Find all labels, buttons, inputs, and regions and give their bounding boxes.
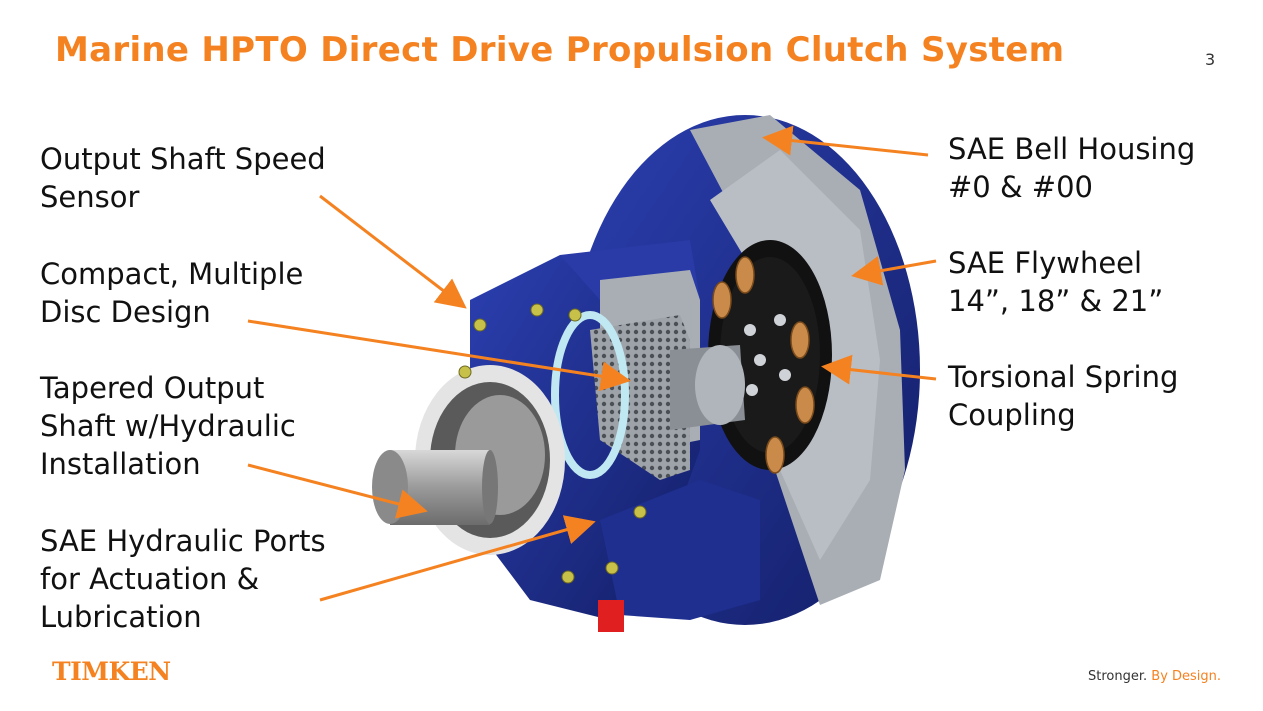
arrow-bell <box>762 125 929 157</box>
label-sae-flywheel: SAE Flywheel 14”, 18” & 21” <box>948 246 1164 318</box>
disc-pack <box>551 311 745 480</box>
timken-logo: TIMKEN <box>52 657 171 686</box>
arrow-output-sensor <box>319 194 467 309</box>
label-compact-multiple-disc: Compact, Multiple Disc Design <box>40 257 304 329</box>
label-tapered-output-shaft: Tapered Output Shaft w/Hydraulic Install… <box>40 371 296 481</box>
label-output-shaft-speed-sensor: Output Shaft Speed Sensor <box>40 142 326 214</box>
label-sae-hydraulic-ports: SAE Hydraulic Ports for Actuation & Lubr… <box>40 524 326 634</box>
arrow-compact <box>247 319 631 392</box>
arrow-tapered <box>247 463 428 519</box>
arrow-hydraulic <box>319 515 596 602</box>
tagline-part2: By Design. <box>1147 669 1222 684</box>
output-shaft <box>372 365 565 555</box>
callout-arrows <box>247 125 937 602</box>
tagline-part1: Stronger. <box>1088 669 1148 684</box>
arrow-torsional <box>821 354 937 385</box>
slide-title: Marine HPTO Direct Drive Propulsion Clut… <box>55 30 1065 70</box>
arrow-flywheel <box>851 256 937 286</box>
label-sae-bell-housing: SAE Bell Housing #0 & #00 <box>948 132 1196 204</box>
tagline: Stronger. By Design. <box>1088 669 1221 684</box>
label-torsional-spring-coupling: Torsional Spring Coupling <box>948 360 1179 432</box>
page-number: 3 <box>1205 50 1216 69</box>
